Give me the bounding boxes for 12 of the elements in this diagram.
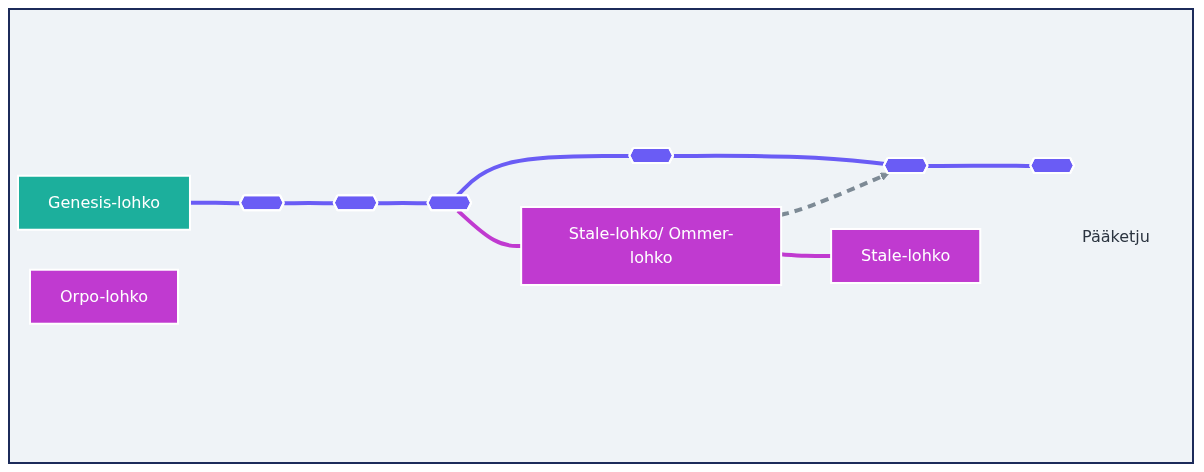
connector: [377, 201, 428, 206]
node-box: Genesis-lohko: [17, 174, 191, 231]
connector: [781, 252, 832, 259]
connector: [284, 201, 335, 206]
connector: [456, 209, 522, 249]
node-box: Stale-lohko: [830, 228, 982, 285]
chain-label: Pääketju: [1082, 226, 1151, 246]
connector: [928, 163, 1031, 169]
node-box: Stale-lohko/ Ommer-lohko: [520, 206, 783, 287]
node-box: Orpo-lohko: [29, 268, 179, 325]
connector: [673, 154, 886, 167]
connector: [189, 200, 241, 206]
